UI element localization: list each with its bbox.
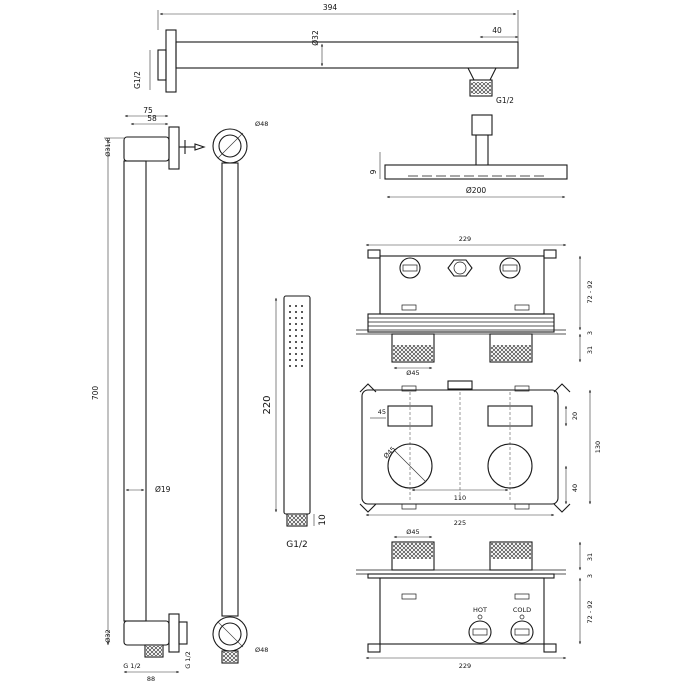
mixer-front-spacing-label: 110 bbox=[454, 494, 466, 502]
rail-bottom-ring-label: Ø48 bbox=[255, 646, 268, 654]
mixer-front-width-label: 225 bbox=[454, 519, 466, 527]
rail-top-ring-inner bbox=[218, 134, 242, 158]
mixer-front-handle-width-label: 45 bbox=[378, 408, 386, 416]
arm-outlet-neck bbox=[467, 67, 497, 81]
mixer-front-right-knob bbox=[487, 443, 533, 489]
hand-shower-connector-label: 10 bbox=[318, 514, 328, 526]
mixer-front-right-slot bbox=[487, 405, 533, 427]
head-shower-drawing: 9 Ø200 bbox=[369, 114, 568, 199]
arm-outlet-thread bbox=[469, 79, 493, 97]
mixer-bottom-knob-height-label: 31 bbox=[586, 553, 594, 561]
arm-outlet-thread-label: G1/2 bbox=[496, 96, 514, 105]
rail-front-outlet bbox=[221, 650, 239, 664]
mixer-front-slot-height-label: 20 bbox=[571, 412, 579, 420]
head-diameter-label: Ø200 bbox=[466, 186, 486, 195]
hand-shower-body bbox=[283, 295, 311, 515]
rail-front-tube bbox=[221, 162, 239, 617]
mixer-hot-port bbox=[468, 620, 492, 644]
mixer-top-width-label: 229 bbox=[459, 235, 471, 243]
mixer-top-knob-diameter-label: Ø45 bbox=[406, 369, 419, 377]
hand-shower-thread-label: G1/2 bbox=[286, 540, 307, 550]
arm-wall-thread bbox=[157, 49, 167, 81]
rail-side-thread-label: G 1/2 bbox=[184, 651, 192, 669]
rail-top-bracket bbox=[123, 136, 170, 162]
rail-width-58-label: 58 bbox=[147, 114, 157, 123]
rail-diameter-label: Ø19 bbox=[155, 485, 171, 494]
rail-tube bbox=[123, 160, 147, 622]
arm-wall-flange bbox=[165, 29, 177, 93]
mixer-front-plate bbox=[361, 389, 559, 505]
head-stem bbox=[475, 135, 489, 166]
mixer-bottom-width-label: 229 bbox=[459, 662, 471, 670]
rail-bottom-thread-label: G 1/2 bbox=[123, 662, 141, 670]
arm-tube bbox=[175, 41, 519, 69]
mixer-bottom-box bbox=[379, 577, 545, 645]
mixer-cold-label: COLD bbox=[513, 606, 531, 614]
mixer-top-knob-height-label: 31 bbox=[586, 346, 594, 354]
mixer-cold-port bbox=[510, 620, 534, 644]
mixer-front-left-slot bbox=[387, 405, 433, 427]
mixer-front-left-knob bbox=[387, 443, 433, 489]
head-plate bbox=[384, 164, 568, 180]
mixer-bottom-plate-label: 3 bbox=[586, 574, 594, 578]
mixer-front-knob-diameter-label: Ø45 bbox=[382, 445, 397, 460]
mixer-bottom-view-drawing: Ø45 HOT COLD 229 31 3 72 - 92 bbox=[356, 528, 594, 670]
riser-rail-front-drawing: Ø48 Ø48 bbox=[212, 120, 268, 664]
mixer-front-view-drawing: 45 20 Ø45 110 40 130 225 bbox=[359, 380, 602, 527]
mixer-top-view-drawing: 229 Ø45 72 - 92 3 31 bbox=[356, 235, 594, 377]
rail-bottom-diameter-label: Ø32 bbox=[104, 629, 112, 642]
rail-width-75-label: 75 bbox=[143, 106, 153, 115]
head-height-label: 9 bbox=[369, 169, 378, 174]
mixer-bottom-knob-diameter-label: Ø45 bbox=[406, 528, 419, 536]
mixer-bottom-depth-label: 72 - 92 bbox=[586, 600, 594, 623]
arm-length-label: 394 bbox=[323, 3, 338, 12]
arm-wall-thread-label: G1/2 bbox=[133, 71, 142, 89]
mixer-top-plate-label: 3 bbox=[586, 331, 594, 335]
rail-length-label: 700 bbox=[91, 386, 100, 401]
mixer-hot-label: HOT bbox=[473, 606, 487, 614]
mixer-front-height-label: 130 bbox=[594, 441, 602, 453]
mixer-front-bottom-offset-label: 40 bbox=[571, 484, 579, 492]
rail-bottom-flange bbox=[168, 613, 180, 653]
rail-top-flange bbox=[168, 126, 180, 170]
rail-bottom-thread bbox=[178, 621, 188, 645]
rail-bottom-outlet bbox=[144, 644, 164, 658]
head-connector bbox=[471, 114, 493, 136]
rail-bottom-bracket bbox=[123, 620, 170, 646]
hand-shower-drawing: 220 10 G1/2 bbox=[262, 295, 328, 550]
arm-tip-label: 40 bbox=[492, 26, 502, 35]
rail-bottom-width-label: 88 bbox=[147, 675, 155, 683]
rail-top-ring-label: Ø48 bbox=[255, 120, 268, 128]
shower-arm-drawing: 394 40 Ø32 G1/2 G1/2 bbox=[133, 3, 519, 105]
hand-shower-connector bbox=[286, 513, 308, 527]
rail-bottom-ring-inner bbox=[218, 622, 242, 646]
mixer-top-depth-label: 72 - 92 bbox=[586, 280, 594, 303]
riser-rail-side-drawing: 75 58 Ø31,8 700 Ø19 Ø32 G 1/2 G 1/2 88 bbox=[91, 106, 206, 683]
hand-shower-length-label: 220 bbox=[262, 395, 273, 414]
mixer-front-top-port bbox=[447, 380, 473, 390]
arm-diameter-label: Ø32 bbox=[311, 30, 320, 46]
